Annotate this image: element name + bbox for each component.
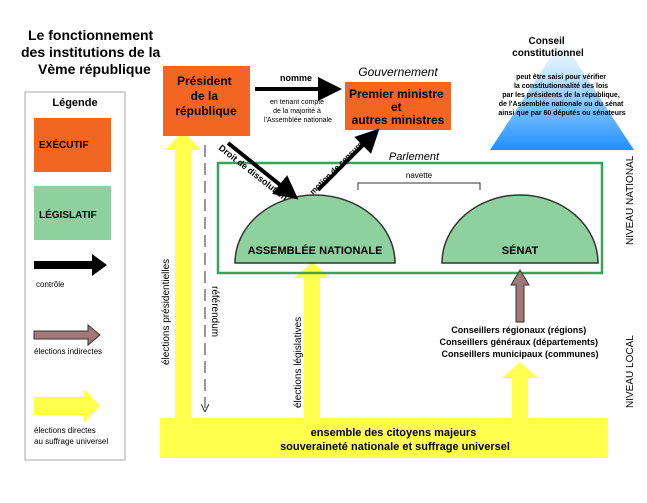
legislatives-label: élections législatives	[293, 317, 304, 408]
assemblee-label: ASSEMBLÉE NATIONALE	[248, 244, 383, 257]
legend-indirect-arrow	[33, 323, 101, 347]
conseil-title: Conseil constitutionnel	[512, 36, 584, 59]
parlement-label: Parlement	[389, 151, 440, 163]
conseillers-text: Conseillers régionaux (régions) Conseill…	[439, 325, 600, 359]
navette-bracket	[357, 182, 481, 190]
legend: Légende EXÉCUTIF LÉGISLATIF contrôle éle…	[24, 91, 126, 461]
censure-label: motion de censure	[308, 139, 365, 196]
conseil-pyramid	[490, 40, 634, 150]
arrow-presidentielles	[165, 131, 201, 418]
arrow-legislatives	[294, 262, 330, 418]
censure-arrow	[316, 128, 380, 192]
citoyens-text: ensemble des citoyens majeurs souveraine…	[280, 427, 510, 453]
president-label: Président de la république	[175, 74, 237, 118]
majorite-note: en tenant compte de la majorité à l'Asse…	[264, 99, 332, 124]
dissolution-arrow	[226, 141, 299, 200]
conseil-text: peut être saisi pour vérifier la constit…	[498, 74, 625, 117]
legend-legislatif-swatch	[34, 186, 111, 240]
legend-executif-swatch	[34, 118, 111, 172]
arrow-conseillers	[502, 362, 538, 418]
gouvernement-label: Gouvernement	[358, 65, 438, 79]
senat-label: SÉNAT	[502, 244, 539, 257]
legend-legislatif-label: LÉGISLATIF	[39, 208, 97, 221]
referendum-label: référendum	[209, 286, 220, 337]
niveau-national-label: NIVEAU NATIONAL	[625, 155, 636, 245]
senat-dome	[441, 194, 599, 264]
legend-controle-label: contrôle	[36, 280, 65, 289]
gouvernement-text: Premier ministre et autres ministres	[349, 87, 447, 127]
legend-direct-label: élections directes au suffrage universel	[34, 426, 108, 446]
presidentielles-label: élections présidentielles	[161, 259, 172, 365]
dissolution-label: Droit de dissolution	[217, 143, 290, 203]
legend-controle-arrow	[34, 254, 107, 276]
page-title: Le fonctionnement des institutions de la…	[21, 27, 164, 77]
niveau-local-label: NIVEAU LOCAL	[625, 335, 636, 408]
legend-heading: Légende	[52, 97, 97, 109]
nomme-label: nomme	[280, 73, 312, 83]
gouvernement-box	[345, 82, 451, 130]
navette-label: navette	[406, 171, 433, 180]
parlement-box	[216, 161, 604, 275]
assemblee-dome	[234, 194, 396, 264]
legend-indirect-label: élections indirectes	[34, 347, 102, 356]
senat-indirect-arrow	[510, 269, 530, 323]
yellow-arrows	[165, 131, 538, 418]
legend-direct-arrow	[34, 389, 100, 423]
legend-executif-label: EXÉCUTIF	[39, 138, 88, 151]
citoyens-box	[160, 418, 608, 458]
president-box	[163, 66, 250, 136]
